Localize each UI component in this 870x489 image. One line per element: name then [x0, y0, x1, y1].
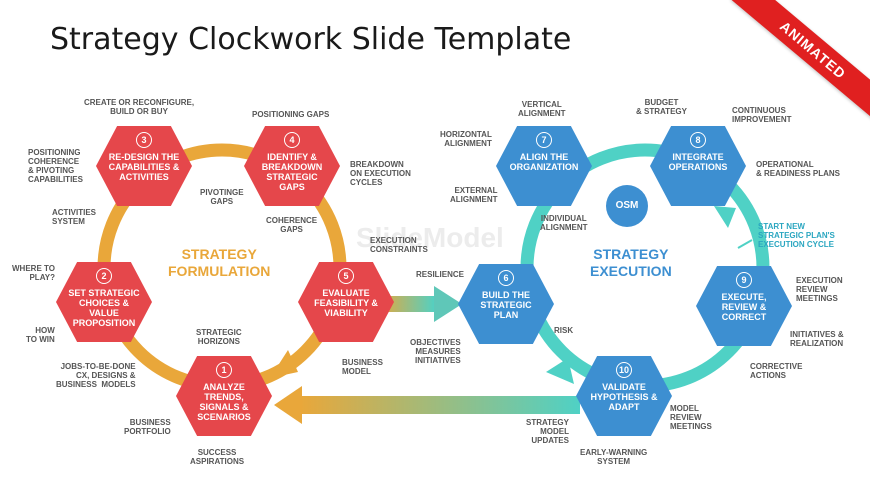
ann-activities-system: ACTIVITIES SYSTEM: [52, 208, 97, 226]
step-1-number: 1: [216, 362, 232, 378]
ann-execution-constraints: EXECUTION CONSTRAINTS: [370, 236, 428, 254]
ann-positioning-gaps: POSITIONING GAPS: [252, 110, 330, 119]
step-10-hex[interactable]: 10 VALIDATE HYPOTHESIS & ADAPT: [576, 356, 672, 436]
step-1-label: ANALYZE TRENDS, SIGNALS & SCENARIOS: [197, 382, 251, 422]
ann-pivoting-gaps: PIVOTINGE GAPS: [200, 188, 244, 206]
step-2-number: 2: [96, 268, 112, 284]
step-1-hex[interactable]: 1 ANALYZE TRENDS, SIGNALS & SCENARIOS: [176, 356, 272, 436]
step-6-label: BUILD THE STRATEGIC PLAN: [480, 290, 532, 320]
ann-strategy-model-updates: STRATEGY MODEL UPDATES: [526, 418, 569, 445]
ann-resilience: RESILIENCE: [416, 270, 465, 279]
ann-jobs: JOBS-TO-BE-DONE CX, DESIGNS & BUSINESS M…: [56, 362, 136, 389]
step-7-label: ALIGN THE ORGANIZATION: [509, 152, 579, 172]
ann-corrective-actions: CORRECTIVE ACTIONS: [750, 362, 803, 380]
step-8-label: INTEGRATE OPERATIONS: [668, 152, 728, 172]
start-new-cycle: START NEW STRATEGIC PLAN'S EXECUTION CYC…: [758, 222, 835, 249]
ann-budget-strategy: BUDGET & STRATEGY: [636, 98, 687, 116]
arrow-into-execute: [714, 206, 736, 228]
ann-business-model: BUSINESS MODEL: [342, 358, 383, 376]
step-10-label: VALIDATE HYPOTHESIS & ADAPT: [590, 382, 658, 412]
arrow-to-build: [434, 286, 462, 322]
step-5-hex[interactable]: 5 EVALUATE FEASIBILITY & VIABILITY: [298, 262, 394, 342]
osm-badge: OSM: [606, 185, 648, 227]
step-8-number: 8: [690, 132, 706, 148]
arrow-to-analyze: [274, 386, 302, 424]
ann-success-aspirations: SUCCESS ASPIRATIONS: [190, 448, 245, 466]
step-6-number: 6: [498, 270, 514, 286]
ann-horizontal-alignment: HORIZONTAL ALIGNMENT: [440, 130, 492, 148]
ann-positioning-coherence: POSITIONING COHERENCE & PIVOTING CAPABIL…: [28, 148, 83, 184]
ann-continuous-improvement: CONTINUOUS IMPROVEMENT: [732, 106, 792, 124]
step-7-number: 7: [536, 132, 552, 148]
formulation-title: STRATEGY FORMULATION: [168, 246, 271, 279]
ann-vertical-alignment: VERTICAL ALIGNMENT: [518, 100, 566, 118]
step-2-label: SET STRATEGIC CHOICES & VALUE PROPOSITIO…: [68, 288, 140, 328]
ann-objectives: OBJECTIVES MEASURES INITIATIVES: [410, 338, 461, 365]
ann-breakdown-cycles: BREAKDOWN ON EXECUTION CYCLES: [350, 160, 411, 187]
step-3-hex[interactable]: 3 RE-DESIGN THE CAPABILITIES & ACTIVITIE…: [96, 126, 192, 206]
ann-external-alignment: EXTERNAL ALIGNMENT: [450, 186, 498, 204]
step-9-hex[interactable]: 9 EXECUTE, REVIEW & CORRECT: [696, 266, 792, 346]
ann-execution-review-meetings: EXECUTION REVIEW MEETINGS: [796, 276, 843, 303]
step-4-number: 4: [284, 132, 300, 148]
ann-individual-alignment: INDIVIDUAL ALIGNMENT: [540, 214, 588, 232]
step-4-hex[interactable]: 4 IDENTIFY & BREAKDOWN STRATEGIC GAPS: [244, 126, 340, 206]
ann-strategic-horizons: STRATEGIC HORIZONS: [196, 328, 242, 346]
ann-initiatives-realization: INITIATIVES & REALIZATION: [790, 330, 844, 348]
arrow-into-analyze: [270, 350, 298, 378]
step-7-hex[interactable]: 7 ALIGN THE ORGANIZATION: [496, 126, 592, 206]
step-3-label: RE-DESIGN THE CAPABILITIES & ACTIVITIES: [108, 152, 180, 182]
ann-risk: RISK: [554, 326, 574, 335]
step-9-number: 9: [736, 272, 752, 288]
step-5-label: EVALUATE FEASIBILITY & VIABILITY: [314, 288, 378, 318]
step-2-hex[interactable]: 2 SET STRATEGIC CHOICES & VALUE PROPOSIT…: [56, 262, 152, 342]
slide-title: Strategy Clockwork Slide Template: [50, 22, 572, 57]
step-8-hex[interactable]: 8 INTEGRATE OPERATIONS: [650, 126, 746, 206]
ann-create: CREATE OR RECONFIGURE, BUILD OR BUY: [84, 98, 195, 116]
ann-coherence-gaps: COHERENCE GAPS: [266, 216, 318, 234]
step-9-label: EXECUTE, REVIEW & CORRECT: [721, 292, 767, 322]
execution-title: STRATEGY EXECUTION: [590, 246, 672, 279]
step-5-number: 5: [338, 268, 354, 284]
ann-where-to-play: WHERE TO PLAY?: [12, 264, 55, 282]
ann-business-portfolio: BUSINESS PORTFOLIO: [124, 418, 171, 436]
arrow-into-build: [546, 358, 574, 384]
ann-early-warning: EARLY-WARNING SYSTEM: [580, 448, 648, 466]
ann-how-to-win: HOW TO WIN: [26, 326, 55, 344]
step-4-label: IDENTIFY & BREAKDOWN STRATEGIC GAPS: [261, 152, 323, 192]
step-6-hex[interactable]: 6 BUILD THE STRATEGIC PLAN: [458, 264, 554, 344]
ann-model-review-meetings: MODEL REVIEW MEETINGS: [670, 404, 712, 431]
ann-operational-readiness: OPERATIONAL & READINESS PLANS: [756, 160, 841, 178]
step-10-number: 10: [616, 362, 632, 378]
watermark: SlideModel: [356, 222, 504, 253]
step-3-number: 3: [136, 132, 152, 148]
